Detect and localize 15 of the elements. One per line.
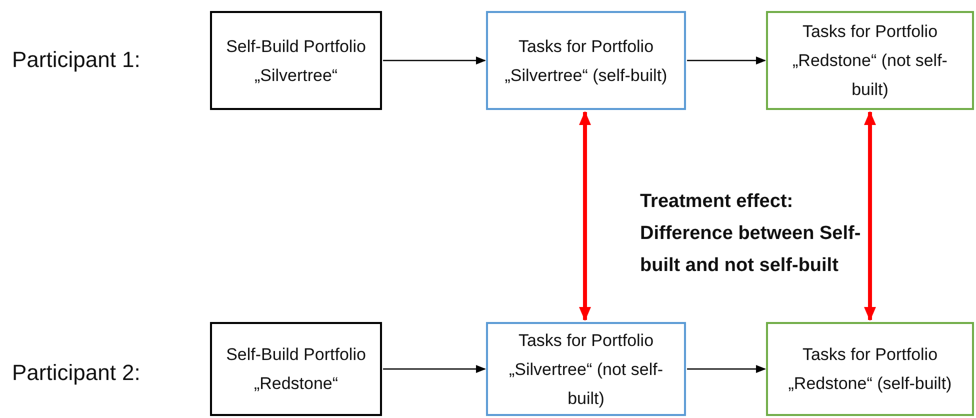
double-arrow — [579, 111, 591, 321]
task-box: Tasks for Portfolio „Silvertree“ (self-built) — [486, 11, 686, 110]
arrow — [687, 56, 766, 64]
annotation-text: Treatment effect: Difference between Self-built and not self-built — [640, 190, 862, 278]
arrow — [383, 365, 486, 373]
arrow — [687, 365, 766, 373]
task-box: Tasks for Portfolio „Silvertree“ (not self-built) — [486, 322, 686, 416]
row-label: Participant 1: — [12, 46, 142, 74]
task-box: Tasks for Portfolio „Redstone“ (not self-built) — [766, 11, 974, 110]
portfolio-box: Self-Build Portfolio „Silvertree“ — [210, 11, 382, 110]
task-box: Tasks for Portfolio „Redstone“ (self-built) — [766, 322, 974, 416]
portfolio-box: Self-Build Portfolio „Redstone“ — [210, 322, 382, 416]
arrow — [383, 56, 486, 64]
double-arrow — [864, 111, 876, 321]
row-label: Participant 2: — [12, 359, 142, 387]
